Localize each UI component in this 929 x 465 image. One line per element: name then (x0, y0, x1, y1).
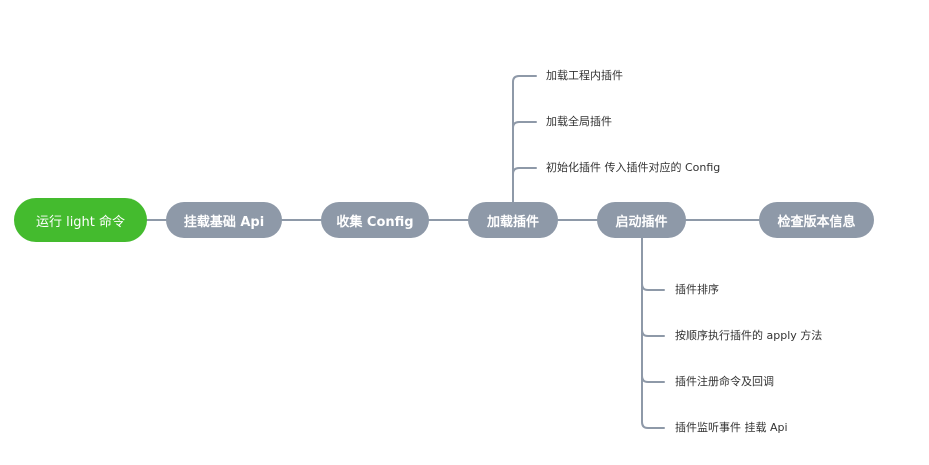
root-node-run-light-command[interactable]: 运行 light 命令 (14, 198, 147, 242)
connector-load-branch (512, 75, 537, 203)
connector-load-child-2 (512, 121, 537, 129)
leaf-init-plugins-with-config[interactable]: 初始化插件 传入插件对应的 Config (546, 161, 721, 174)
connector-start-child-1 (641, 283, 665, 291)
leaf-run-apply-in-order[interactable]: 按顺序执行插件的 apply 方法 (675, 329, 823, 342)
step-node-start-plugins[interactable]: 启动插件 (597, 202, 686, 238)
connector-start-child-2 (641, 329, 665, 337)
connector-start-child-3 (641, 375, 665, 383)
leaf-listen-events-mount-api[interactable]: 插件监听事件 挂载 Api (675, 421, 788, 434)
connector-start-branch (641, 237, 665, 429)
step-node-check-version[interactable]: 检查版本信息 (759, 202, 874, 238)
leaf-register-commands-callbacks[interactable]: 插件注册命令及回调 (675, 375, 774, 388)
step-node-collect-config[interactable]: 收集 Config (321, 202, 429, 238)
step-node-load-plugins[interactable]: 加载插件 (468, 202, 558, 238)
leaf-sort-plugins[interactable]: 插件排序 (675, 283, 719, 296)
step-node-mount-api[interactable]: 挂载基础 Api (166, 202, 282, 238)
leaf-load-project-plugins[interactable]: 加载工程内插件 (546, 69, 623, 82)
connector-load-child-3 (512, 167, 537, 175)
leaf-load-global-plugins[interactable]: 加载全局插件 (546, 115, 612, 128)
